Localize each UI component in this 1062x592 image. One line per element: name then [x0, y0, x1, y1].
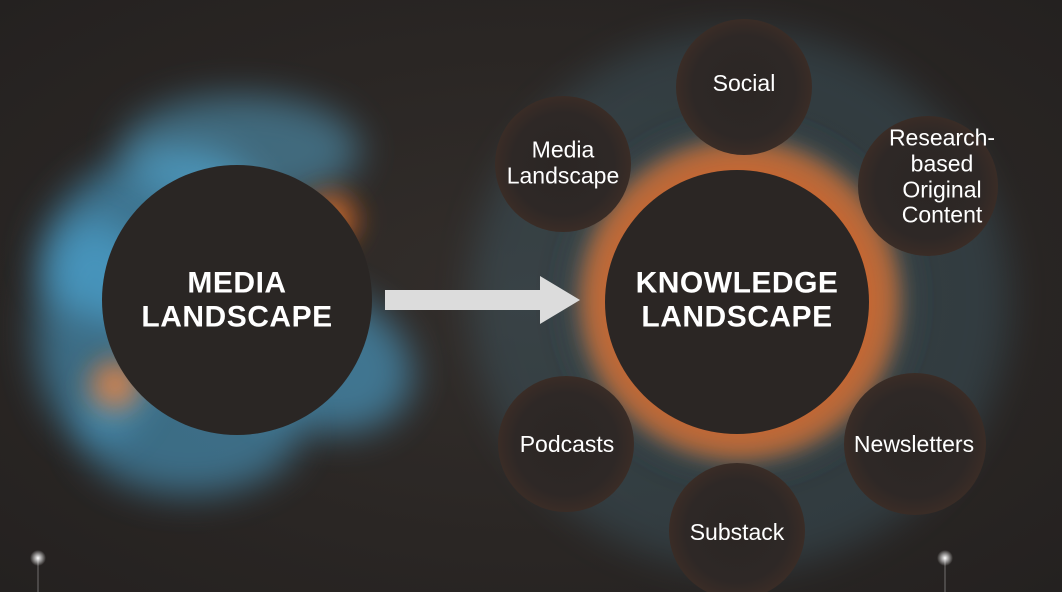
sparkle-left: [30, 550, 46, 592]
node-label-social: Social: [712, 70, 776, 97]
node-circle-podcasts: [498, 376, 634, 512]
target-label: KNOWLEDGE LANDSCAPE: [635, 266, 839, 333]
node-circle-media-landscape: [495, 96, 631, 232]
node-label-newsletters: Newsletters: [853, 431, 975, 458]
node-circle-substack: [669, 463, 805, 592]
node-label-media-landscape: Media Landscape: [506, 136, 620, 188]
node-label-substack: Substack: [689, 519, 785, 546]
source-label: MEDIA LANDSCAPE: [141, 266, 333, 333]
node-circle-social: [676, 19, 812, 155]
node-label-podcasts: Podcasts: [519, 431, 615, 458]
node-label-research: Research-based Original Content: [888, 124, 996, 228]
target-circle: [605, 170, 869, 434]
node-circle-research: [858, 116, 998, 256]
sparkle-right: [937, 550, 953, 592]
source-circle: [102, 165, 372, 435]
transition-arrow: [385, 276, 580, 324]
node-circle-newsletters: [844, 373, 986, 515]
